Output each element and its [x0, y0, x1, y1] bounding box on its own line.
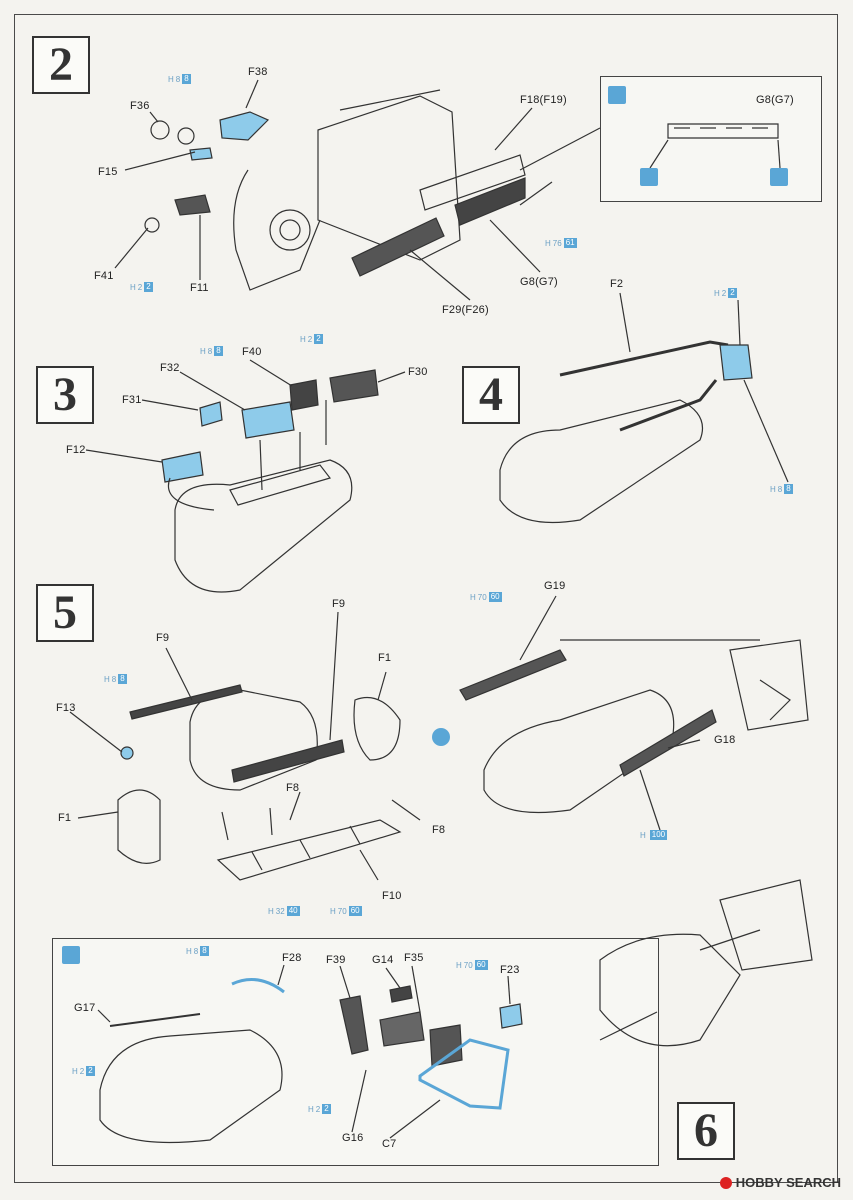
paint-brush-icon	[608, 86, 626, 104]
label-f8: F8	[286, 782, 300, 794]
label-g17: G17	[74, 1002, 96, 1014]
page-frame	[14, 14, 838, 1183]
label-f40: F40	[242, 346, 262, 358]
label-f32: F32	[160, 362, 180, 374]
engine-block-step2	[317, 95, 461, 261]
engine-block-step4	[499, 399, 704, 524]
label-f11: F11	[190, 282, 209, 294]
supercharger-housing	[233, 169, 321, 291]
label-f31: F31	[122, 394, 142, 406]
engine-block-step6	[599, 933, 741, 1047]
label-f23: F23	[500, 964, 520, 976]
f29-part	[351, 217, 445, 277]
label-g14: G14	[372, 954, 394, 966]
label-g16: G16	[342, 1132, 364, 1144]
engine-block-step5-right	[483, 689, 675, 814]
label-f30: F30	[408, 366, 428, 378]
step-4-number: 4	[462, 366, 520, 424]
hobby-search-logo-icon	[719, 1176, 732, 1189]
g8-part	[454, 177, 526, 226]
label-f36: F36	[130, 100, 150, 112]
paint-hatch-icon	[640, 168, 658, 186]
label-f35: F35	[404, 952, 424, 964]
label-g8: G8(G7)	[520, 276, 558, 288]
step-2-number: 2	[32, 36, 90, 94]
engine-step6-detail	[99, 1029, 283, 1144]
label-f12: F12	[66, 444, 86, 456]
f18-part	[419, 154, 526, 211]
label-g19: G19	[544, 580, 566, 592]
label-f1: F1	[58, 812, 72, 824]
label-g8-detail: G8(G7)	[756, 94, 794, 106]
engine-block-step3	[174, 459, 353, 593]
label-f18: F18(F19)	[520, 94, 567, 106]
f38-part	[219, 111, 270, 141]
label-f10: F10	[382, 890, 402, 902]
rotate-icon	[432, 728, 450, 746]
watermark: HOBBY SEARCH	[719, 1175, 841, 1190]
f10-frame	[216, 819, 402, 881]
step-5-number: 5	[36, 584, 94, 642]
label-f29: F29(F26)	[442, 304, 489, 316]
label-c7: C7	[382, 1138, 397, 1150]
label-f9: F9	[156, 632, 170, 644]
label-g18: G18	[714, 734, 736, 746]
label-f9: F9	[332, 598, 346, 610]
label-f38: F38	[248, 66, 268, 78]
paint-brush-icon	[62, 946, 80, 964]
label-f41: F41	[94, 270, 114, 282]
step-6-number: 6	[677, 1102, 735, 1160]
label-f8: F8	[432, 824, 446, 836]
label-f28: F28	[282, 952, 302, 964]
label-f39: F39	[326, 954, 346, 966]
paint-hatch-icon	[770, 168, 788, 186]
label-f1: F1	[378, 652, 392, 664]
label-f15: F15	[98, 166, 118, 178]
step-3-number: 3	[36, 366, 94, 424]
label-f13: F13	[56, 702, 76, 714]
label-f2: F2	[610, 278, 624, 290]
